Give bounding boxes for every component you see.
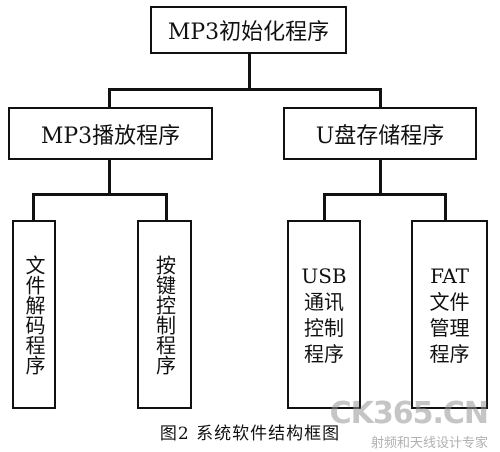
key-control-node: 按键控制程序 bbox=[137, 220, 192, 409]
fat-file-line1: FAT bbox=[430, 263, 469, 288]
fat-file-line2: 文件 bbox=[429, 289, 470, 314]
root-node-label: MP3初始化程序 bbox=[167, 20, 330, 45]
root-node: MP3初始化程序 bbox=[150, 6, 347, 54]
usb-storage-label: U盘存储程序 bbox=[315, 123, 445, 149]
connector-left-child1-down bbox=[32, 193, 35, 221]
figure-caption: 图2 系统软件结构框图 bbox=[159, 424, 341, 444]
fat-file-line3: 管理 bbox=[429, 315, 470, 340]
usb-comm-line3: 控制 bbox=[304, 315, 344, 340]
usb-comm-line1: USB bbox=[301, 263, 347, 288]
connector-right-branch-stem bbox=[379, 158, 382, 194]
usb-storage-node: U盘存储程序 bbox=[283, 107, 477, 160]
key-control-label: 按键控制程序 bbox=[152, 254, 177, 375]
watermark-tagline: 射频和天线设计专家 bbox=[370, 436, 488, 451]
connector-left-branch-stem bbox=[108, 158, 111, 194]
usb-comm-control-node: USB 通讯 控制 程序 bbox=[287, 220, 361, 409]
fat-file-management-node: FAT 文件 管理 程序 bbox=[411, 220, 488, 409]
usb-comm-line2: 通讯 bbox=[304, 289, 344, 314]
connector-left-child2-down bbox=[165, 193, 168, 221]
fat-file-line4: 程序 bbox=[429, 341, 470, 366]
usb-comm-line4: 程序 bbox=[304, 341, 344, 366]
file-decode-label: 文件解码程序 bbox=[22, 254, 46, 375]
connector-level1-horizontal bbox=[108, 88, 381, 91]
connector-right-child1-down bbox=[323, 193, 326, 221]
connector-right-level2-horizontal bbox=[323, 193, 446, 196]
connector-left-level2-horizontal bbox=[32, 193, 167, 196]
mp3-playback-node: MP3播放程序 bbox=[8, 107, 213, 160]
connector-right-child2-down bbox=[444, 193, 447, 221]
file-decode-node: 文件解码程序 bbox=[12, 220, 56, 409]
connector-root-down bbox=[248, 52, 251, 89]
mp3-playback-label: MP3播放程序 bbox=[40, 123, 181, 149]
watermark: CK365.CN 射频和天线设计专家 bbox=[313, 396, 489, 451]
watermark-logo: CK365.CN bbox=[329, 396, 489, 431]
connector-right-branch-down bbox=[379, 88, 382, 108]
connector-left-branch-down bbox=[108, 88, 111, 108]
